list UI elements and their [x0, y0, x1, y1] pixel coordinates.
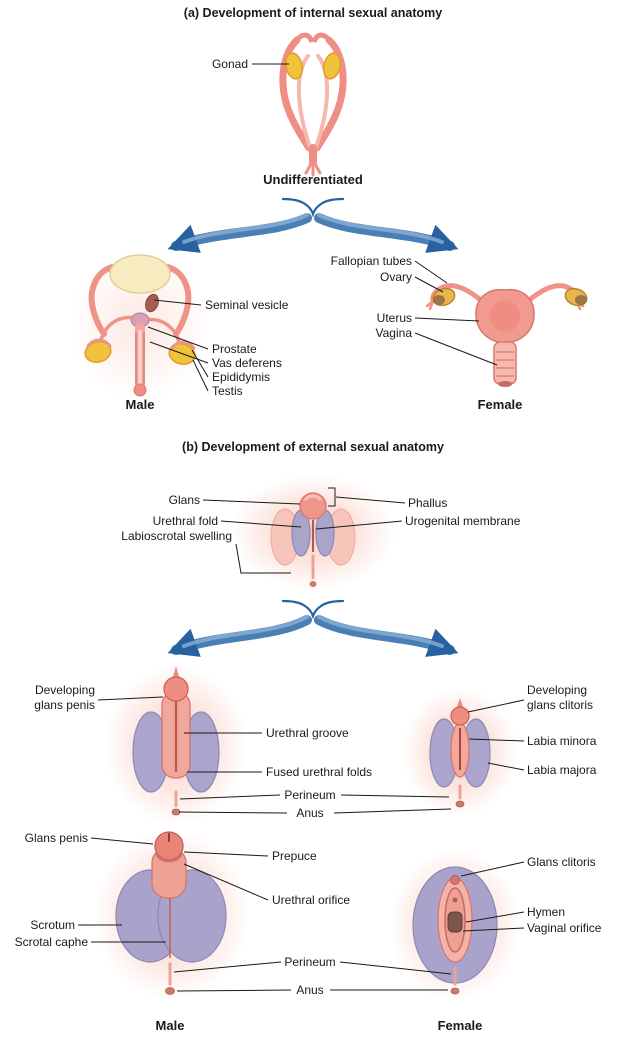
label-developing-glans-clitoris-line1: Developing	[527, 683, 587, 697]
leader-lines-external-undiff	[202, 487, 406, 574]
section-a-title: (a) Development of internal sexual anato…	[184, 6, 442, 20]
developing-female-external-illustration	[402, 688, 518, 816]
label-urogenital-membrane: Urogenital membrane	[405, 514, 521, 528]
undifferentiated-internal-illustration	[279, 32, 347, 177]
leader-lines-female-internal	[414, 260, 498, 366]
mature-male-external-illustration	[94, 830, 250, 1000]
undifferentiated-external-illustration	[231, 474, 395, 590]
caption-male-internal: Male	[126, 397, 155, 412]
label-prepuce: Prepuce	[272, 849, 317, 863]
mature-female-external-illustration	[390, 849, 520, 1001]
label-urethral-fold: Urethral fold	[153, 514, 218, 528]
leader-lines-male-internal	[147, 299, 209, 392]
male-internal-illustration	[70, 250, 210, 400]
label-undifferentiated: Undifferentiated	[263, 172, 363, 187]
label-urethral-orifice: Urethral orifice	[272, 893, 350, 907]
label-fused-urethral-folds: Fused urethral folds	[266, 765, 372, 779]
section-b-title: (b) Development of external sexual anato…	[182, 440, 444, 454]
developing-male-external-illustration	[104, 665, 248, 825]
label-uterus: Uterus	[377, 311, 412, 325]
leader-lines-stage2	[97, 696, 525, 814]
branch-arrows-internal	[167, 197, 459, 253]
label-labia-minora: Labia minora	[527, 734, 597, 748]
label-labioscrotal-swelling: Labioscrotal swelling	[121, 529, 232, 543]
label-labia-majora: Labia majora	[527, 763, 597, 777]
label-scrotal-raphe: Scrotal caphe	[15, 935, 89, 949]
label-developing-glans-clitoris-line2: glans clitoris	[527, 698, 593, 712]
female-internal-illustration	[425, 283, 588, 387]
label-seminal-vesicle: Seminal vesicle	[205, 298, 289, 312]
label-ovary: Ovary	[380, 270, 412, 284]
leader-lines-stage3	[78, 837, 525, 992]
label-urethral-groove: Urethral groove	[266, 726, 349, 740]
label-phallus: Phallus	[408, 496, 447, 510]
label-perineum-mature: Perineum	[284, 955, 335, 969]
branch-arrows-external	[167, 599, 459, 657]
label-prostate: Prostate	[212, 342, 257, 356]
label-epididymis: Epididymis	[212, 370, 270, 384]
label-developing-glans-penis-line2: glans penis	[34, 698, 95, 712]
phallus-bracket	[328, 487, 336, 507]
label-vas-deferens: Vas deferens	[212, 356, 282, 370]
caption-female-internal: Female	[478, 397, 523, 412]
label-anus-developing: Anus	[296, 806, 323, 820]
label-glans-clitoris: Glans clitoris	[527, 855, 596, 869]
label-vaginal-orifice: Vaginal orifice	[527, 921, 602, 935]
label-fallopian-tubes: Fallopian tubes	[331, 254, 412, 268]
label-glans: Glans	[169, 493, 200, 507]
caption-male-external: Male	[156, 1018, 185, 1033]
label-perineum-developing: Perineum	[284, 788, 335, 802]
label-hymen: Hymen	[527, 905, 565, 919]
label-scrotum: Scrotum	[30, 918, 75, 932]
label-gonad: Gonad	[212, 57, 248, 71]
label-anus-mature: Anus	[296, 983, 323, 997]
label-glans-penis: Glans penis	[25, 831, 88, 845]
label-developing-glans-penis-line1: Developing	[35, 683, 95, 697]
label-testis: Testis	[212, 384, 243, 398]
caption-female-external: Female	[438, 1018, 483, 1033]
label-vagina: Vagina	[376, 326, 413, 340]
